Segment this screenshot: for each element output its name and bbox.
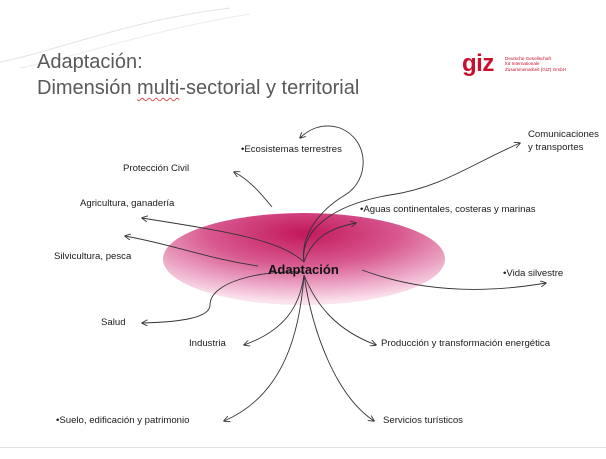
title-text: -sectorial y territorial [179, 77, 360, 99]
arrow-proteccion [234, 172, 273, 208]
arrow-servicios [303, 274, 374, 421]
label-transportes: y transportes [528, 142, 584, 153]
label-silvicultura: Silvicultura, pesca [54, 251, 132, 262]
footer-rule [0, 447, 606, 448]
label-produccion: Producción y transformación energética [381, 338, 551, 349]
arrow-comunicaciones [303, 143, 520, 263]
arrow-suelo [224, 274, 305, 421]
arrow-vida [361, 269, 546, 290]
label-proteccion: Protección Civil [123, 163, 190, 174]
slide-title-line1: Adaptación: [37, 51, 143, 73]
arrow-agricultura [142, 218, 305, 263]
giz-logo: giz [462, 50, 494, 77]
center-label: Adaptación [268, 262, 339, 277]
arrow-industria [244, 274, 305, 345]
slide-title-line2: Dimensión multi-sectorial y territorial [37, 76, 359, 100]
arrow-produccion [303, 274, 376, 345]
label-aguas: •Aguas continentales, costeras y marinas [360, 204, 536, 215]
arrow-salud [142, 271, 305, 323]
label-servicios: Servicios turísticos [383, 415, 463, 426]
giz-logo-subtitle: Deutsche Gesellschaft für Internationale… [505, 56, 567, 72]
label-vida: •Vida silvestre [503, 268, 564, 279]
arrow-silvicultura [125, 236, 259, 267]
decor-swoosh [19, 13, 251, 69]
title-text-spellcheck: multi [137, 77, 180, 99]
decor-swoosh [0, 7, 231, 63]
arrow-ecosistemas [300, 125, 364, 263]
label-comunicaciones: Comunicaciones [528, 129, 599, 140]
label-ecosistemas: •Ecosistemas terrestres [241, 144, 342, 155]
label-industria: Industria [189, 338, 226, 349]
arrow-aguas [303, 223, 356, 263]
label-salud: Salud [101, 317, 126, 328]
title-text: Dimensión [37, 77, 138, 99]
label-agricultura: Agricultura, ganadería [80, 198, 175, 209]
label-suelo: •Suelo, edificación y patrimonio [56, 415, 190, 426]
